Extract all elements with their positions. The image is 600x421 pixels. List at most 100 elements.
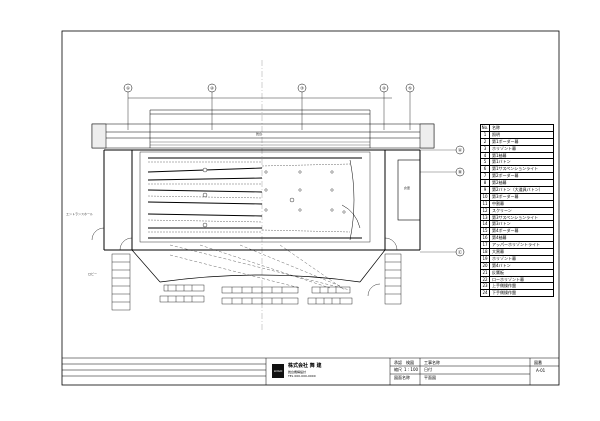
legend-row-no: 23: [481, 283, 490, 290]
legend-row-name: 第2ボーダー幕: [492, 173, 519, 179]
legend-row-no: 3: [481, 145, 490, 152]
legend-row-name: 反響板: [492, 269, 504, 275]
legend-row-name: 第3ボーダー幕: [492, 193, 519, 199]
legend-row-no: 2: [481, 138, 490, 145]
legend-row-name: 第2バトン（大道具バトン）: [492, 187, 543, 193]
drawing-name: 平面図: [424, 375, 436, 380]
legend-row-no: 14: [481, 221, 490, 228]
company-name: 株式会社 舞 建: [288, 363, 322, 369]
legend-row-name: 第4袖幕: [492, 235, 507, 241]
grid-row-c: Ⓒ: [458, 249, 462, 255]
legend-row-no: 9: [481, 187, 490, 193]
battens: [147, 157, 362, 239]
legend-row-no: 11: [481, 200, 490, 207]
legend-row-name: 第1バトン: [492, 159, 511, 165]
legend-header: No. 名称: [481, 125, 553, 132]
legend-row-no: 1: [481, 131, 490, 138]
company-sub-2: TEL 000-000-0000: [288, 374, 316, 378]
right-room: [397, 159, 421, 221]
legend-row-name: ローホリゾント幕: [492, 276, 524, 282]
legend-row-name: 大黒幕: [492, 249, 504, 255]
legend-row-name: 第2袖幕: [492, 180, 507, 186]
stage-deck: [139, 151, 371, 243]
legend-row-name: 下手側操作盤: [492, 290, 516, 296]
stage-walls: [103, 149, 421, 251]
legend-header-name: 名称: [492, 125, 500, 130]
grid-row-b: Ⓑ: [458, 169, 462, 175]
company-logo: LOGO: [272, 364, 284, 378]
legend-row-no: 15: [481, 228, 490, 235]
drawing-frame: [61, 30, 560, 386]
project-label: 工事名称: [424, 360, 440, 365]
legend-row-name: 中割幕: [492, 200, 504, 206]
legend-row-name: アッパーホリゾントライト: [492, 242, 540, 248]
grid-label-1: ①: [126, 86, 130, 91]
grid-bubbles-right: [455, 145, 465, 257]
door-swing: [91, 227, 105, 241]
legend-row-no: 17: [481, 242, 490, 249]
room-label-entrance: エントランスホール: [66, 212, 93, 216]
legend-row-no: 8: [481, 180, 490, 187]
legend-row-name: 第3バトン: [492, 221, 511, 227]
legend-row-no: 21: [481, 269, 490, 276]
legend-row-no: 16: [481, 235, 490, 242]
legend-row-name: 第1サスペンションライト: [492, 166, 539, 172]
legend-row-name: 上手側操作盤: [492, 283, 516, 289]
legend-row-no: 10: [481, 193, 490, 200]
legend-row-no: 18: [481, 249, 490, 255]
scale-label: 縮尺: [394, 367, 402, 372]
grid-label-3: ③: [300, 86, 304, 91]
fly-gallery: [91, 109, 435, 149]
legend-row-name: 第1ボーダー幕: [492, 138, 519, 144]
legend-row-name: 第4ボーダー幕: [492, 228, 519, 234]
grid-label-5: ⑤: [408, 86, 412, 91]
company-sub-1: 舞台機構設計: [288, 370, 307, 374]
legend-row-name: 第4バトン: [492, 262, 511, 268]
legend-row-name: ホリゾント幕: [492, 255, 516, 261]
title-block: [62, 357, 559, 385]
legend-row-no: 13: [481, 214, 490, 221]
legend-header-no: No.: [481, 125, 490, 131]
right-stairs: [384, 253, 402, 305]
legend-row-no: 7: [481, 173, 490, 180]
legend-row-name: 第3サスペンションライト: [492, 214, 539, 220]
legend-row-name: ホリゾント幕: [492, 145, 516, 151]
legend-row-no: 12: [481, 207, 490, 214]
legend-row-no: 19: [481, 255, 490, 262]
legend-row-no: 5: [481, 159, 490, 166]
date-label: 日付: [424, 367, 432, 372]
legend-row-no: 6: [481, 166, 490, 173]
grid-label-4: ④: [382, 86, 386, 91]
audience-seats: [159, 284, 353, 305]
legend-row-no: 20: [481, 262, 490, 269]
drawing-name-label: 図面名称: [394, 375, 410, 380]
room-label-lobby: ロビー: [88, 272, 98, 276]
legend-row-name: 第1袖幕: [492, 152, 507, 158]
legend-row-name: スクリーン: [492, 207, 512, 213]
